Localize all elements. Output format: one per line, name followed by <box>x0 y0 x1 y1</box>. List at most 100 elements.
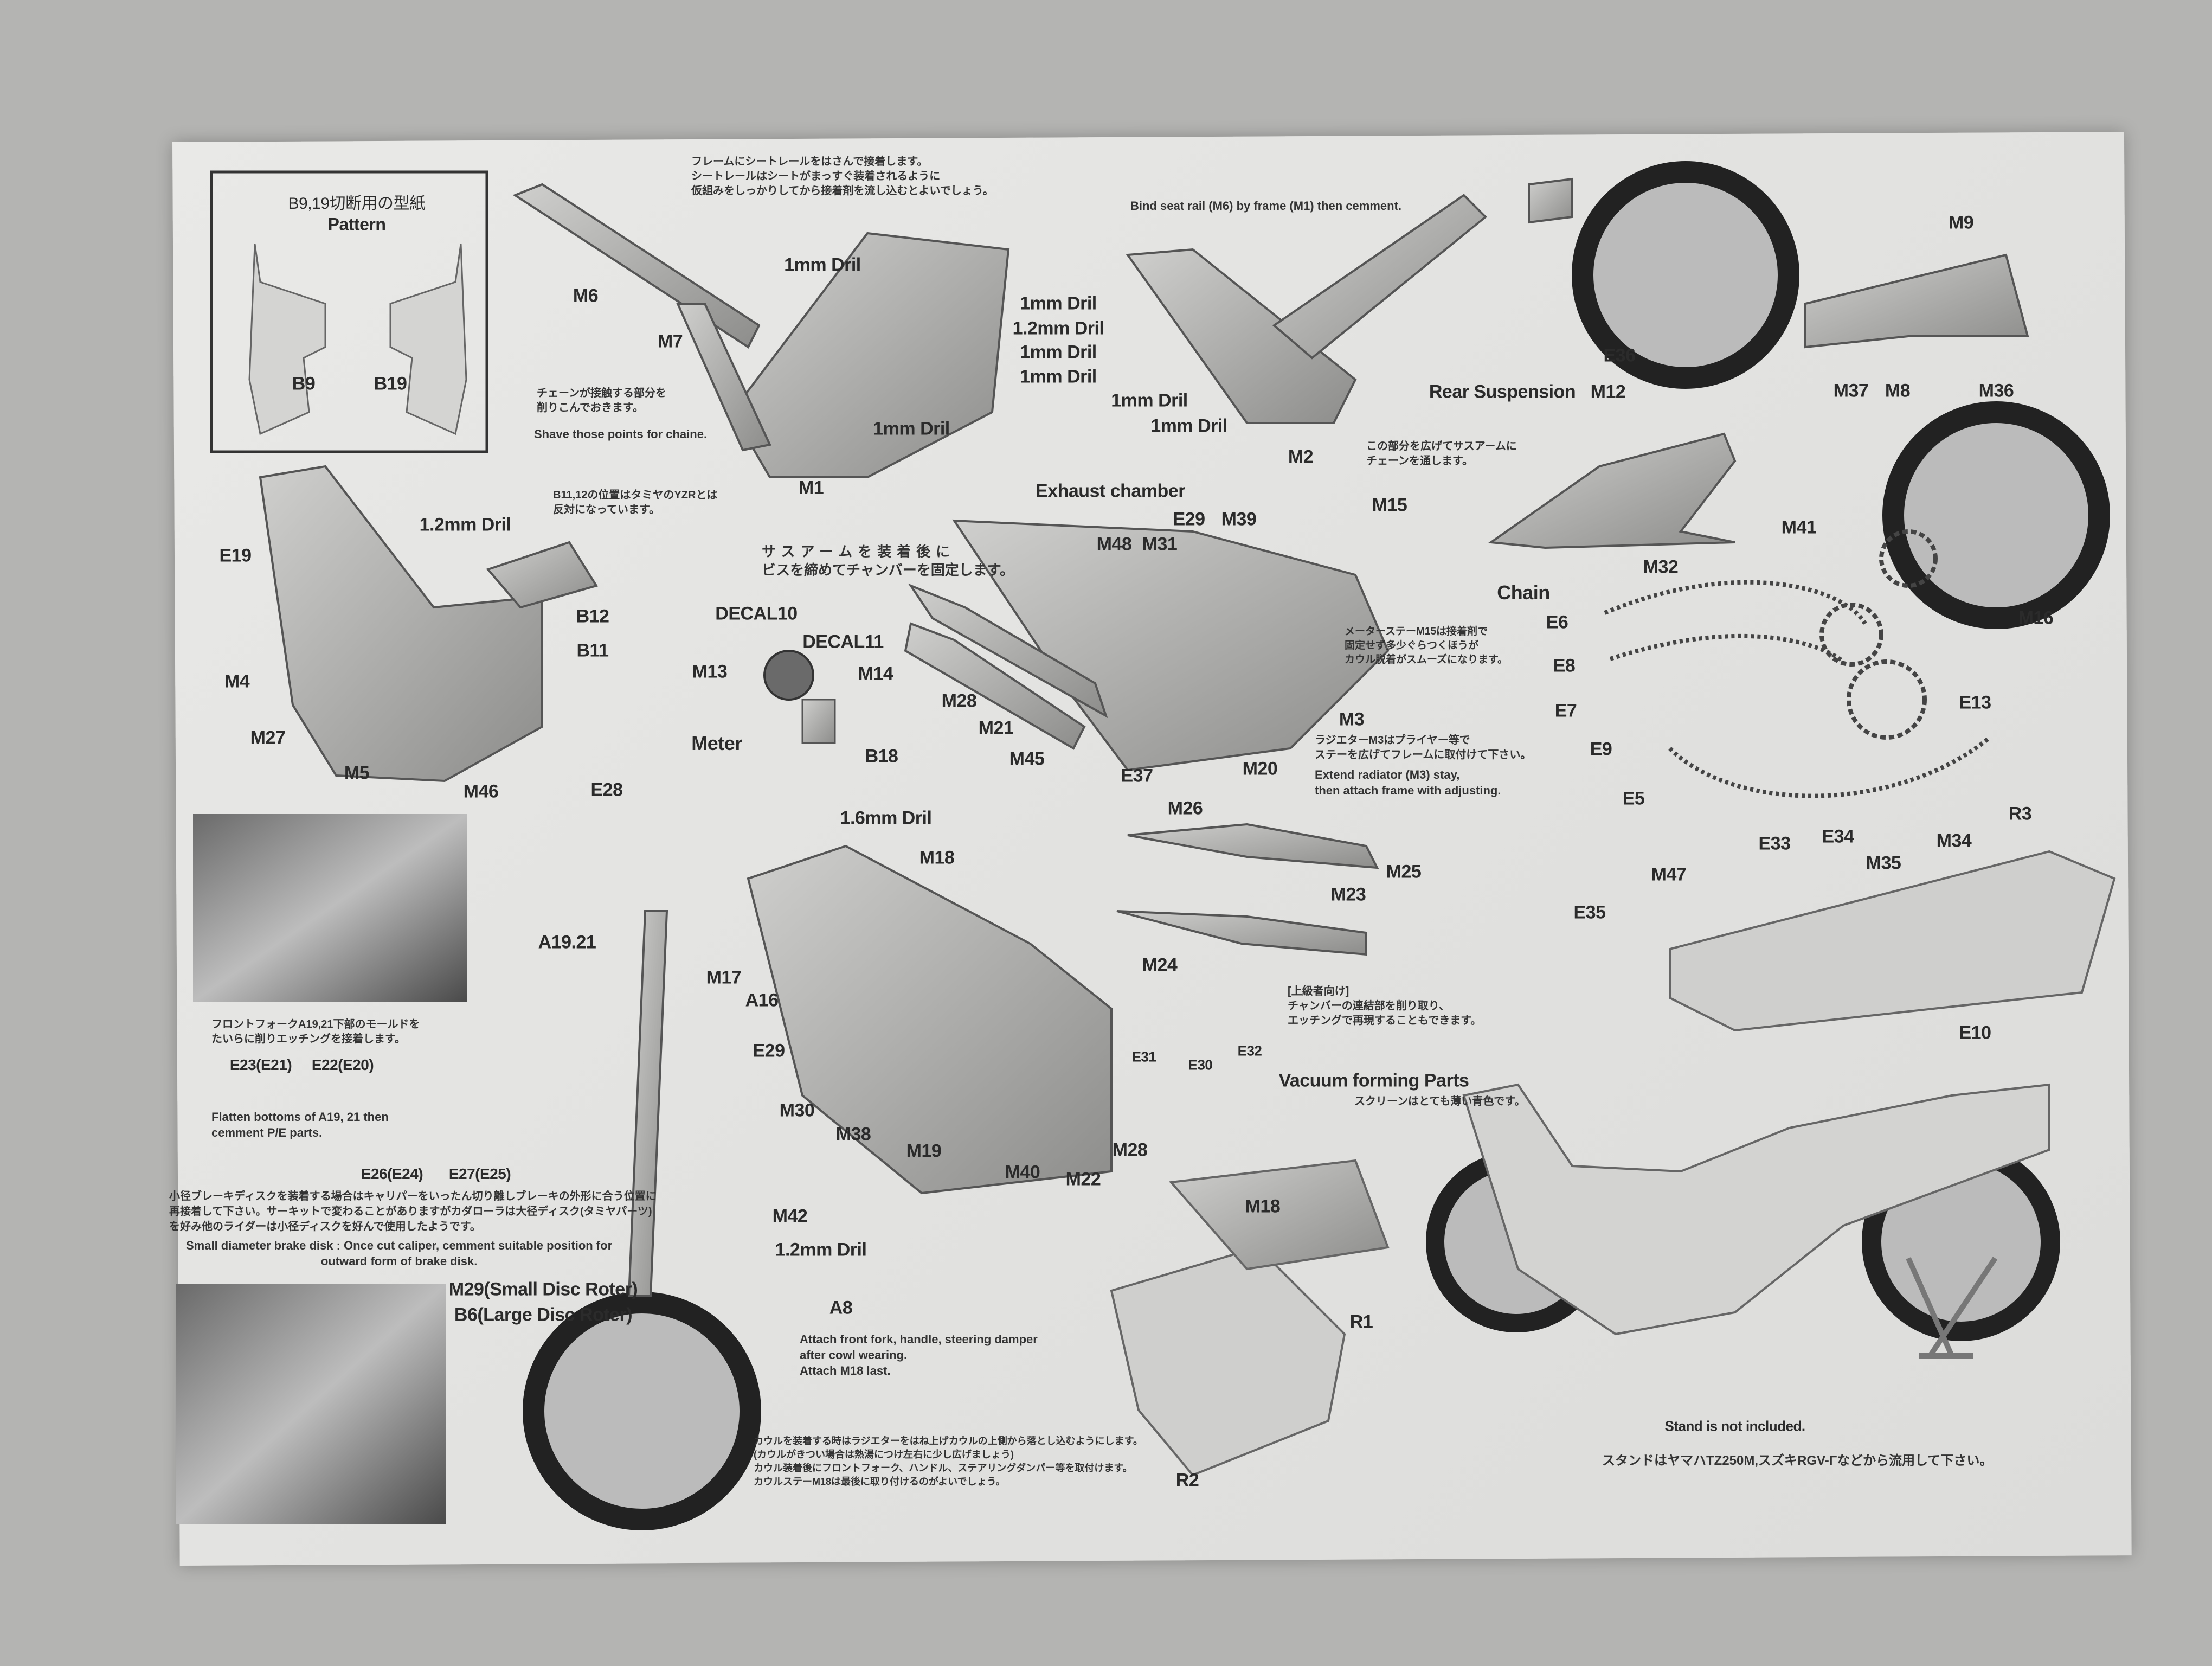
part-label: E6 <box>1546 612 1568 633</box>
part-label: M12 <box>1590 381 1626 402</box>
part-label: E7 <box>1554 700 1577 721</box>
part-label: E8 <box>1553 655 1576 676</box>
part-label: E33 <box>1758 833 1791 854</box>
part-label: M5 <box>344 762 370 784</box>
part-label: M9 <box>1948 212 1974 233</box>
part-label: E23(E21) <box>229 1056 292 1073</box>
note-meter-stay-jp: メーターステーM15は接着剤で固定せず多少ぐらつくほうがカウル脱着がスムーズにな… <box>1345 626 1508 665</box>
part-label: M31 <box>1142 534 1178 555</box>
part-label: E29 <box>753 1040 786 1061</box>
note-radiator-en: Extend radiator (M3) stay,then attach fr… <box>1315 768 1501 797</box>
part-label: B12 <box>576 606 609 627</box>
drill-label: 1.2mm Dril <box>775 1239 867 1260</box>
pattern-title: B9,19切断用の型紙 <box>288 195 426 213</box>
part-label: M7 <box>657 331 683 352</box>
part-label: A19.21 <box>538 932 596 953</box>
part-label: M17 <box>706 967 742 988</box>
part-label: E22(E20) <box>311 1056 374 1073</box>
part-label: E26(E24) <box>361 1165 423 1182</box>
part-label: B18 <box>865 746 898 767</box>
part-label: M28 <box>941 690 977 712</box>
swingarm-drawing <box>1488 253 2029 549</box>
section-label-chain: Chain <box>1497 581 1550 604</box>
reference-photo-engine <box>193 814 467 1002</box>
note-advanced-jp: [上級者向け]チャンバーの連結部を削り取り、エッチングで再現することもできます。 <box>1288 985 1482 1027</box>
part-label: M8 <box>1885 380 1911 401</box>
note-suspension-jp: この部分を広げてサスアームにチェーンを通します。 <box>1366 440 1517 467</box>
drill-label: 1mm Dril <box>1020 366 1097 387</box>
pattern-label-b9: B9 <box>292 373 316 394</box>
note-attach-en: Attach front fork, handle, steering damp… <box>800 1332 1038 1377</box>
note-cowl-jp: カウルを装着する時はラジエターをはね上げカウルの上側から落とし込むようにします。… <box>754 1436 1143 1487</box>
part-label: E30 <box>1188 1056 1213 1073</box>
part-label: M41 <box>1781 517 1817 538</box>
drill-label: 1.2mm Dril <box>1012 318 1104 339</box>
part-label: E31 <box>1131 1048 1156 1065</box>
drill-label: 1.6mm Dril <box>840 808 932 829</box>
part-label: E36 <box>1603 345 1636 366</box>
part-label: M19 <box>906 1140 942 1162</box>
part-label: E9 <box>1590 739 1612 760</box>
part-label: A8 <box>829 1297 853 1318</box>
drill-label: 1mm Dril <box>873 418 950 439</box>
part-label: M39 <box>1221 509 1257 530</box>
section-label-meter: Meter <box>691 732 742 754</box>
part-label: A16 <box>745 990 779 1011</box>
part-label: E34 <box>1822 826 1855 847</box>
part-label: M18 <box>919 847 955 868</box>
part-label: M45 <box>1009 748 1045 770</box>
part-label: M32 <box>1643 556 1679 578</box>
complete-bike-drawing <box>1462 1083 2050 1359</box>
part-label-large-disc: B6(Large Disc Roter) <box>454 1304 633 1325</box>
note-fork-jp: フロントフォークA19,21下部のモールドをたいらに削りエッチングを接着します。 <box>211 1018 420 1045</box>
chassis-with-fork-drawing <box>627 844 1113 1297</box>
part-label: M24 <box>1142 954 1178 976</box>
part-label: M42 <box>772 1206 808 1227</box>
part-label: M22 <box>1065 1169 1101 1190</box>
part-label: M36 <box>1978 380 2014 401</box>
note-stand-en: Stand is not included. <box>1664 1418 1805 1434</box>
part-label: M35 <box>1866 853 1901 874</box>
drill-label: 1mm Dril <box>1020 293 1097 314</box>
part-label: E5 <box>1622 788 1645 809</box>
part-label: M40 <box>1005 1162 1040 1183</box>
part-label: B11 <box>576 640 609 661</box>
note-chamber-jp: サスアームを装着後にビスを締めてチャンバーを固定します。 <box>762 543 1014 578</box>
part-label: M26 <box>1167 798 1203 819</box>
part-label: E35 <box>1573 902 1606 923</box>
part-label: M27 <box>250 727 286 748</box>
drill-label: 1mm Dril <box>1150 415 1227 437</box>
lower-cowl-drawing <box>1110 1159 1390 1477</box>
part-label: E13 <box>1959 692 1992 713</box>
part-label: M15 <box>1372 495 1407 516</box>
part-label: E19 <box>219 545 252 566</box>
exhaust-chassis-drawing <box>904 519 1390 772</box>
part-label: M4 <box>224 671 250 692</box>
meter-drawing <box>763 650 836 744</box>
drill-label: 1.2mm Dril <box>419 514 511 535</box>
part-label: R1 <box>1349 1311 1373 1332</box>
part-label: M37 <box>1833 380 1869 401</box>
note-seat-rail-en: Bind seat rail (M6) by frame (M1) then c… <box>1130 199 1401 213</box>
part-label: M25 <box>1386 861 1422 882</box>
note-chain-en: Shave those points for chaine. <box>534 427 708 441</box>
chain-drawing <box>1604 529 1991 798</box>
part-label: R2 <box>1175 1470 1199 1491</box>
part-label: E28 <box>590 779 623 800</box>
frame-drawing-right <box>1126 177 1573 424</box>
part-label: E10 <box>1959 1022 1992 1043</box>
part-label: M23 <box>1330 884 1366 905</box>
part-label: E27(E25) <box>448 1165 511 1182</box>
part-label: R3 <box>2008 803 2032 824</box>
seat-cowl-drawing <box>1669 850 2116 1032</box>
part-label: M34 <box>1936 830 1972 851</box>
part-label: M14 <box>858 663 893 684</box>
part-label: M6 <box>573 285 599 306</box>
part-label: E37 <box>1121 765 1154 786</box>
note-brake-jp: 小径ブレーキディスクを装着する場合はキャリパーをいったん切り離しブレーキの外形に… <box>169 1190 657 1233</box>
section-label-exhaust: Exhaust chamber <box>1036 480 1185 502</box>
part-label-small-disc: M29(Small Disc Roter) <box>448 1279 638 1300</box>
note-radiator-jp: ラジエターM3はプライヤー等でステーを広げてフレームに取付けて下さい。 <box>1315 734 1532 761</box>
note-seat-rail-jp: フレームにシートレールをはさんで接着します。シートレールはシートがまっすぐ装着さ… <box>691 156 994 197</box>
